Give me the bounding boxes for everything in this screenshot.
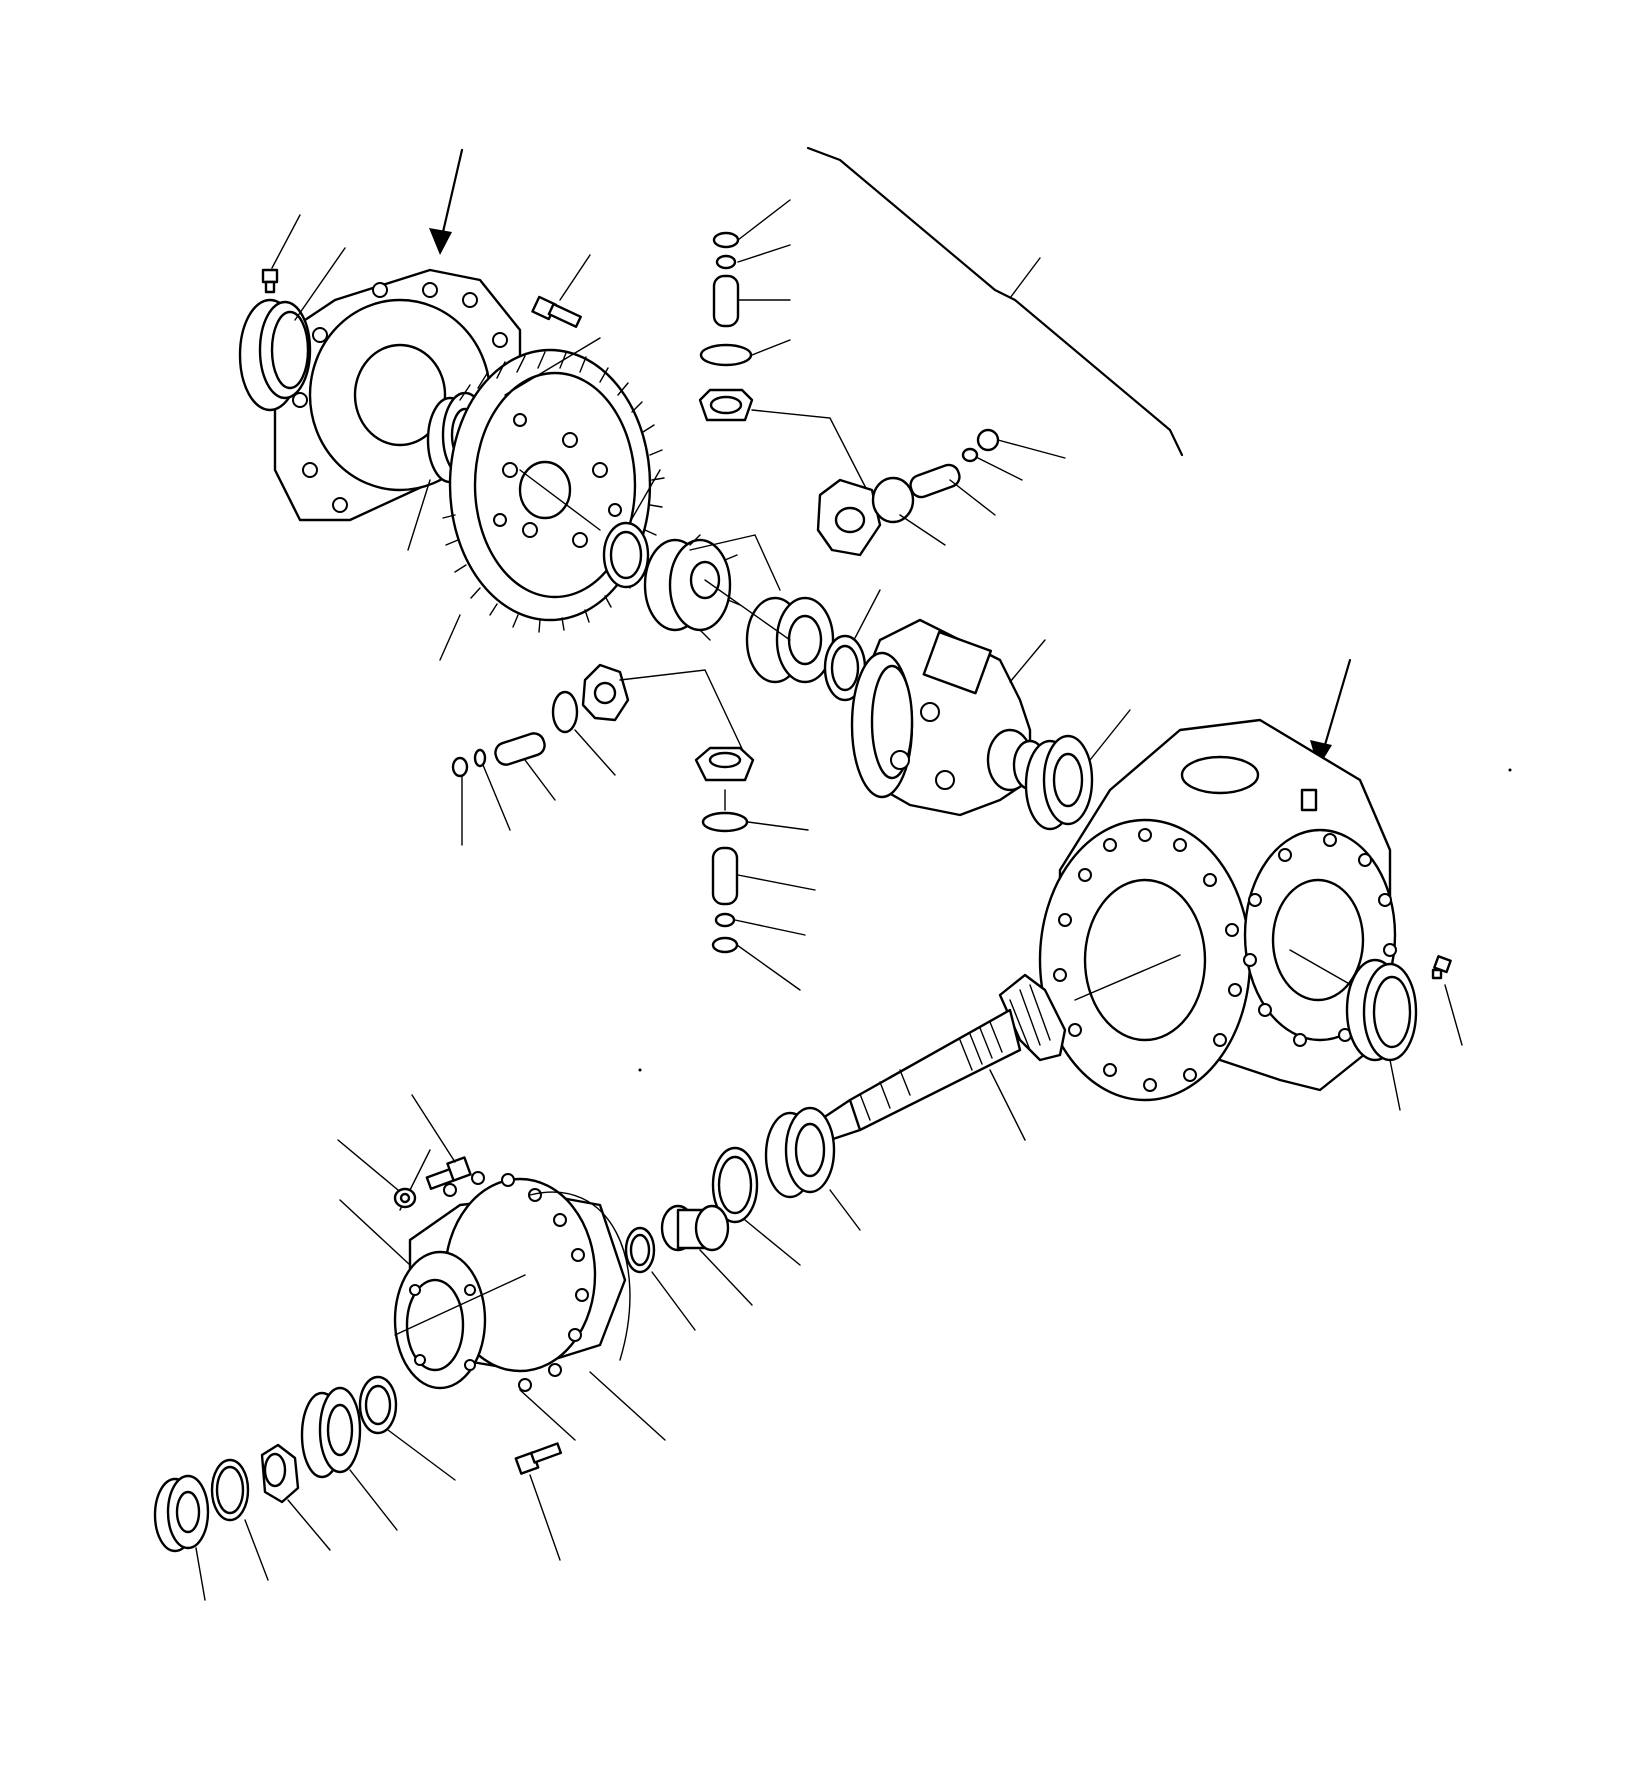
pinion-bearing-outer	[300, 1386, 398, 1531]
adjusting-ring-right	[1345, 958, 1418, 1111]
spider-gear-assembly-upper	[698, 146, 1184, 557]
shim-ring	[711, 1146, 801, 1266]
side-gear-and-thrust-washer	[602, 469, 881, 702]
axle-housing	[1038, 658, 1397, 1102]
carrier-bolt-upper	[337, 1094, 472, 1209]
end-bearing	[153, 1474, 210, 1601]
pinion-bearing-inner	[764, 1106, 861, 1231]
circlip	[210, 1458, 269, 1581]
crown-ring-gear	[439, 348, 665, 661]
spacer-sleeve	[660, 1204, 753, 1306]
lock-nut	[260, 1443, 331, 1551]
oil-seal	[358, 1375, 456, 1481]
lock-bolt-right	[1431, 955, 1463, 1046]
ring-gear-bolt	[504, 254, 601, 396]
differential-case	[850, 618, 1048, 817]
carrier-bolt-lower	[514, 1389, 576, 1561]
spider-gear-assembly-lower	[451, 663, 816, 991]
snap-ring	[624, 1226, 696, 1331]
drive-pinion-shaft	[818, 973, 1067, 1142]
lock-bolt-left	[261, 268, 279, 294]
tapered-bearing-case	[1024, 709, 1131, 831]
adjusting-ring-left	[238, 298, 312, 412]
pinion-carrier-housing	[339, 1149, 666, 1441]
